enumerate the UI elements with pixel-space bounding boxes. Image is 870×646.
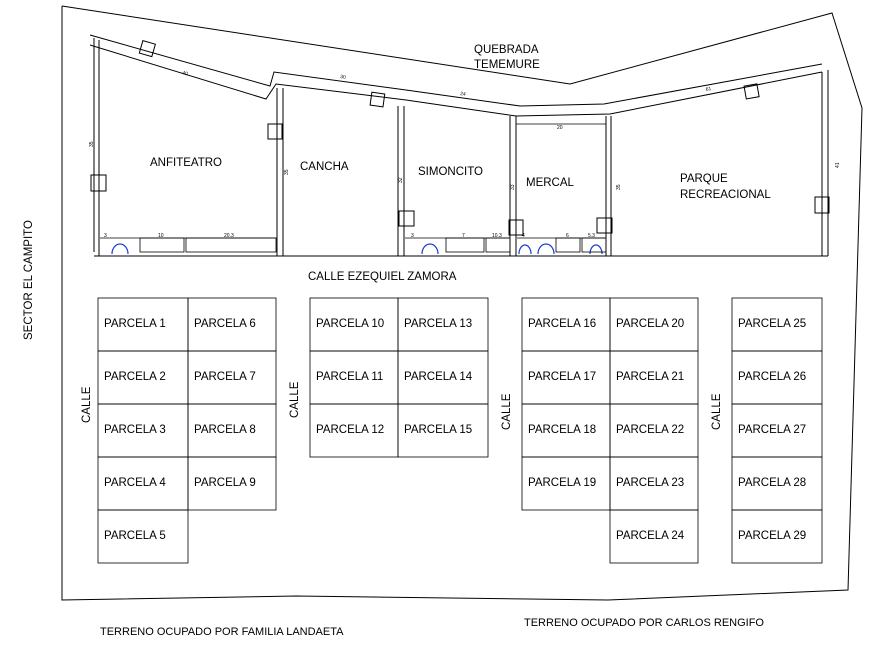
dim-top-4: 20 — [557, 125, 563, 131]
dim-bottom-8: 6 — [566, 233, 569, 239]
dim-bottom-3: 20.3 — [224, 233, 234, 239]
parcel-label-10: PARCELA 10 — [316, 318, 384, 330]
parcel-label-6: PARCELA 6 — [194, 318, 256, 330]
parcel-label-20: PARCELA 20 — [616, 318, 684, 330]
parcel-label-23: PARCELA 23 — [616, 477, 684, 489]
dim-top-5: 61 — [705, 86, 712, 93]
parcel-label-1: PARCELA 1 — [104, 318, 166, 330]
dim-side-3: 32 — [398, 177, 404, 183]
parcel-9 — [187, 456, 277, 511]
label-calle-4: CALLE — [711, 393, 723, 430]
dim-side-2: 35 — [284, 169, 290, 175]
label-anfiteatro: ANFITEATRO — [150, 157, 222, 169]
label-creek-1: QUEBRADA — [474, 44, 539, 56]
building-walls — [93, 38, 829, 257]
dim-top-3: 24 — [460, 91, 467, 98]
parcel-grid: PARCELA 1 PARCELA 2 PARCELA 3 PARCELA 4 PARC… — [97, 297, 823, 564]
label-calle-1: CALLE — [81, 386, 93, 423]
parcel-label-11: PARCELA 11 — [316, 371, 383, 383]
parcel-label-14: PARCELA 14 — [404, 371, 473, 383]
parcel-label-12: PARCELA 12 — [316, 424, 384, 436]
label-sector: SECTOR EL CAMPITO — [23, 220, 35, 340]
bottom-dimension-lines — [100, 237, 607, 253]
dim-top-1: 40 — [181, 70, 188, 77]
parcel-label-21: PARCELA 21 — [616, 371, 684, 383]
dim-bottom-2: 10 — [158, 233, 164, 239]
dim-side-4: 33 — [510, 184, 516, 190]
parcel-label-26: PARCELA 26 — [738, 371, 806, 383]
dimension-labels: 40 30 24 20 61 35 35 32 33 35 41 3 10 20… — [89, 70, 841, 239]
parcel-label-17: PARCELA 17 — [528, 371, 596, 383]
label-street-main: CALLE EZEQUIEL ZAMORA — [308, 271, 457, 283]
label-simoncito: SIMONCITO — [418, 166, 483, 178]
parcel-label-27: PARCELA 27 — [738, 424, 806, 436]
dim-bottom-1: 3 — [104, 233, 107, 239]
label-parque-1: PARQUE — [680, 173, 728, 185]
map-labels: QUEBRADA TEMEMURE CALLE EZEQUIEL ZAMORA … — [23, 44, 764, 638]
dim-side-6: 41 — [835, 162, 841, 168]
parcel-label-19: PARCELA 19 — [528, 477, 596, 489]
parcel-label-7: PARCELA 7 — [194, 371, 256, 383]
dim-top-2: 30 — [340, 74, 346, 81]
label-mercal: MERCAL — [526, 177, 575, 189]
parcel-label-13: PARCELA 13 — [404, 318, 472, 330]
parcel-label-25: PARCELA 25 — [738, 318, 806, 330]
label-parque-2: RECREACIONAL — [680, 189, 771, 201]
parcel-24 — [609, 509, 699, 564]
parcel-label-8: PARCELA 8 — [194, 424, 256, 436]
label-owner-left: TERRENO OCUPADO POR FAMILIA LANDAETA — [100, 626, 344, 638]
parcel-label-22: PARCELA 22 — [616, 424, 684, 436]
label-owner-right: TERRENO OCUPADO POR CARLOS RENGIFO — [524, 617, 764, 629]
dim-side-1: 35 — [89, 141, 95, 147]
dim-bottom-6: 10.3 — [492, 233, 502, 239]
parcel-label-18: PARCELA 18 — [528, 424, 596, 436]
parcel-label-16: PARCELA 16 — [528, 318, 596, 330]
dim-bottom-7: 4 — [522, 233, 525, 239]
label-calle-2: CALLE — [289, 381, 301, 418]
parcel-29 — [731, 509, 823, 564]
parcel-15 — [397, 403, 489, 458]
parcel-label-15: PARCELA 15 — [404, 424, 472, 436]
parcel-label-4: PARCELA 4 — [104, 477, 166, 489]
parcel-label-9: PARCELA 9 — [194, 477, 256, 489]
dim-bottom-5: 7 — [462, 233, 465, 239]
parcel-label-2: PARCELA 2 — [104, 371, 166, 383]
label-calle-3: CALLE — [501, 393, 513, 430]
building-top-edge — [89, 34, 823, 125]
dim-bottom-4: 3 — [411, 233, 414, 239]
column-markers — [90, 39, 830, 236]
parcel-label-28: PARCELA 28 — [738, 477, 806, 489]
property-boundary — [61, 5, 863, 601]
parcel-label-24: PARCELA 24 — [616, 530, 685, 542]
parcel-5 — [97, 509, 189, 564]
dim-side-5: 35 — [616, 184, 622, 190]
parcel-label-29: PARCELA 29 — [738, 530, 806, 542]
label-cancha: CANCHA — [300, 161, 349, 173]
label-creek-2: TEMEMURE — [474, 59, 540, 71]
building-labels: ANFITEATRO CANCHA SIMONCITO MERCAL PARQU… — [150, 157, 771, 201]
parcel-label-3: PARCELA 3 — [104, 424, 166, 436]
door-arcs — [111, 243, 603, 255]
parcel-label-5: PARCELA 5 — [104, 530, 166, 542]
dim-bottom-9: 5.3 — [588, 233, 595, 239]
